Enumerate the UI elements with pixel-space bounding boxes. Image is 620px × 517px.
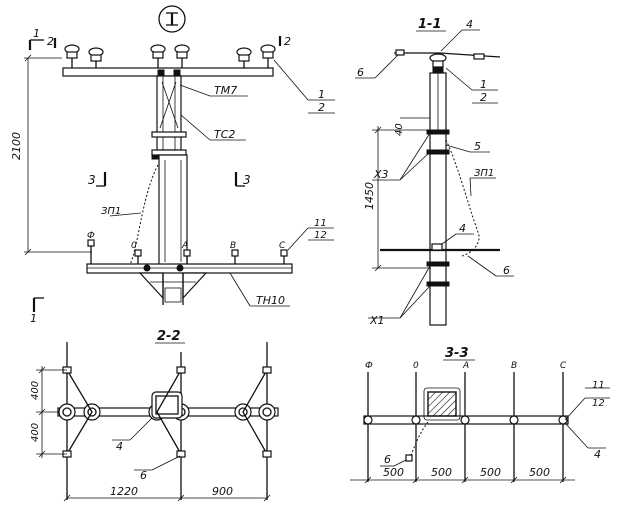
- dim-400-top: 400: [30, 381, 41, 400]
- dim-500-4: 500: [529, 466, 550, 479]
- ref-11-33: 11: [592, 380, 605, 391]
- insulator: [236, 47, 252, 68]
- band: [151, 149, 187, 156]
- pole-lower-section: [158, 154, 188, 266]
- section-mark-1-bottom-label: 1: [30, 312, 37, 325]
- label-zp1: ЗП1: [101, 206, 121, 217]
- front-view: 1 2 2 2100: [10, 27, 335, 325]
- phase-label-0: 0: [131, 241, 137, 251]
- insulator-row-bottom: [87, 239, 288, 264]
- pole-upper-section: [156, 75, 182, 151]
- phase-label-f: Ф: [87, 231, 95, 241]
- insulator-plan: [58, 403, 276, 421]
- insulator: [64, 44, 80, 68]
- clamp: [157, 69, 165, 77]
- height-dimension: 2100: [10, 54, 92, 256]
- dim-500-1: 500: [383, 466, 404, 479]
- dim-500-3: 500: [480, 466, 501, 479]
- ref-2-1-1: 2: [480, 91, 487, 104]
- i-beam-circle-icon: [158, 5, 186, 33]
- section-1-1-title: 1-1: [418, 17, 442, 32]
- label-zp1-side: ЗП1: [474, 168, 494, 179]
- dim-500-2: 500: [431, 466, 452, 479]
- insulator: [260, 44, 276, 68]
- height-dim-2100: 2100: [10, 132, 23, 160]
- section-mark-2-2-top: 2: [47, 35, 57, 48]
- section-mark-2-left: 2: [47, 35, 54, 48]
- dim-1450: 1450: [363, 182, 376, 210]
- section-2-2-title: 2-2: [157, 329, 181, 344]
- ref-6-1-1-lower: 6: [503, 264, 510, 277]
- ref-6-2-2: 6: [140, 469, 147, 482]
- ground-wire-zp1: [129, 164, 159, 266]
- phase-label-c-33: С: [560, 361, 567, 371]
- clamp: [173, 69, 181, 77]
- ref-4-2-2: 4: [116, 440, 123, 453]
- lower-crossarm: [86, 263, 293, 274]
- insulator: [88, 47, 104, 68]
- pole-cross-section: [427, 391, 457, 417]
- phase-label-f-33: Ф: [365, 361, 373, 371]
- insulator-row-top: [64, 44, 276, 68]
- section-mark-3-left: 3: [88, 172, 107, 187]
- dim-900: 900: [212, 485, 233, 498]
- upper-crossarm: [62, 67, 274, 77]
- section-mark-1-bottom: 1: [30, 297, 44, 325]
- section-mark-1: 1: [33, 27, 40, 40]
- ref-4-1-1: 4: [466, 18, 473, 31]
- section-mark-3: 3: [88, 173, 96, 187]
- label-tm7: ТМ7: [214, 84, 237, 97]
- ref-6-1-1: 6: [357, 66, 364, 79]
- ref-1-1-1: 1: [480, 78, 487, 91]
- phase-label-a: А: [181, 241, 188, 251]
- dim-1220: 1220: [110, 485, 138, 498]
- ref-2: 2: [318, 101, 325, 114]
- section-3-3-title: 3-3: [445, 346, 469, 361]
- insulator: [174, 44, 190, 68]
- label-x3: Х3: [373, 168, 389, 181]
- ref-5-1-1: 5: [474, 140, 481, 153]
- dim-400-bottom: 400: [30, 423, 41, 442]
- ref-4-1-1-lower: 4: [459, 222, 466, 235]
- label-tn10: ТН10: [256, 294, 285, 307]
- section-2-2-view: 2-2: [30, 329, 279, 502]
- ref-6-33: 6: [384, 453, 391, 466]
- label-ts2: ТС2: [214, 128, 235, 141]
- ref-11: 11: [314, 218, 327, 229]
- phase-label-0-33: 0: [413, 361, 419, 371]
- phase-label-c: С: [279, 241, 286, 251]
- insulator: [150, 44, 166, 68]
- band: [151, 131, 187, 138]
- section-mark-3-right: 3: [234, 172, 251, 187]
- section-mark-1-1-top: 1: [28, 27, 44, 50]
- ref-12: 12: [314, 230, 327, 241]
- dim-40: 40: [394, 123, 405, 136]
- phase-label-a-33: А: [462, 361, 469, 371]
- section-1-1-view: 1-1 40 1450 4: [355, 17, 514, 327]
- ref-4-33: 4: [594, 448, 601, 461]
- phase-label-b-33: В: [511, 361, 517, 371]
- section-mark-3b: 3: [243, 173, 251, 187]
- section-mark-2-2-top-right: 2: [278, 35, 291, 48]
- label-x1: Х1: [369, 314, 385, 327]
- section-mark-2-right: 2: [284, 35, 291, 48]
- brace: [159, 81, 177, 129]
- ref-12-33: 12: [592, 398, 605, 409]
- section-3-3-view: 3-3 Ф 0 А В С: [350, 346, 610, 484]
- brace: [161, 81, 179, 129]
- phase-label-b: В: [230, 241, 236, 251]
- ref-1: 1: [318, 88, 325, 101]
- support-bracket: [138, 272, 208, 305]
